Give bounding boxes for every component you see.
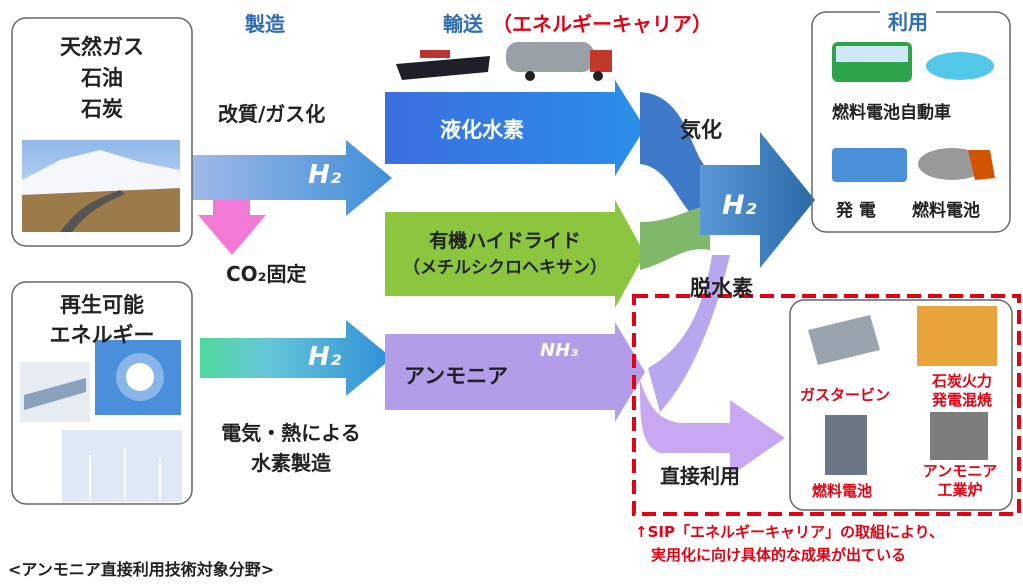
ammonia-arrow: [385, 322, 645, 422]
caption: <アンモニア直接利用技術対象分野>: [8, 560, 275, 579]
direct-use-arrow: [640, 380, 785, 476]
dehydro-label: 脱水素: [690, 276, 753, 300]
renewable-line-2: エネルギー: [49, 323, 155, 347]
fossil-coal: 石炭: [81, 97, 123, 121]
organic-line-2: （メチルシクロヘキサン）: [403, 258, 607, 278]
organic-hydride-label: 有機ハイドライド （メチルシクロヘキサン）: [390, 228, 620, 282]
use-header: 利用: [880, 6, 936, 35]
fuel-cell-bus-image: [832, 42, 912, 82]
production-header: 製造: [245, 12, 285, 36]
nh3-label: NH₃: [540, 340, 579, 361]
coal-line-1: 石炭火力: [931, 372, 992, 390]
electric-production-label: 電気・熱による 水素製造: [196, 418, 386, 478]
coal-power-label: 石炭火力 発電混焼: [916, 372, 1008, 410]
fossil-natural-gas: 天然ガス: [60, 35, 144, 59]
furnace-line-1: アンモニア: [922, 462, 998, 480]
direct-use-label: 直接利用: [660, 464, 740, 488]
co2-label: CO₂固定: [226, 262, 307, 286]
center-h2-label: H₂: [722, 190, 757, 221]
h2-top-label: H₂: [308, 160, 342, 190]
ammonia-furnace-label: アンモニア 工業炉: [918, 462, 1002, 500]
electric-line-1: 電気・熱による: [221, 421, 361, 445]
organic-line-1: 有機ハイドライド: [429, 230, 581, 252]
direct-fuel-cell-label: 燃料電池: [812, 482, 873, 500]
tanker-ship-image: [396, 50, 490, 80]
direct-use-dashed-frame: [632, 294, 1021, 516]
gasify-flow: [640, 92, 710, 225]
generator-image: [832, 148, 907, 182]
carrier-header: （エネルギーキャリア）: [492, 12, 712, 36]
gas-turbine-image: [808, 315, 880, 365]
renewable-line-1: 再生可能: [60, 293, 144, 317]
reform-label: 改質/ガス化: [218, 102, 326, 126]
center-h2-arrow: [700, 132, 815, 268]
sip-note-line-2: 実用化に向け具体的な成果が出ている: [651, 546, 907, 564]
coal-line-2: 発電混焼: [931, 391, 992, 409]
coal-power-image: [917, 306, 997, 366]
fcv-label: 燃料電池自動車: [832, 103, 951, 123]
transport-header: 輸送: [443, 12, 483, 36]
fuel-cell-label: 燃料電池: [912, 201, 980, 221]
ammonia-label: アンモニア: [404, 364, 509, 388]
sip-note-line-1: ↑SIP「エネルギーキャリア」の取組により、: [635, 523, 945, 541]
h2-production-arrow-bottom: [200, 320, 392, 396]
electric-line-2: 水素製造: [251, 451, 331, 475]
liquid-hydrogen-label: 液化水素: [440, 118, 524, 142]
dehydro-flow: [640, 205, 710, 270]
fuel-cell-rack-image: [825, 415, 867, 475]
sip-note: ↑SIP「エネルギーキャリア」の取組により、 実用化に向け具体的な成果が出ている: [635, 521, 944, 567]
fuel-cell-stack-image: [918, 148, 995, 180]
h2-production-arrow-top: [192, 140, 392, 216]
pipeline-landscape-image: [22, 140, 180, 232]
tanker-truck-image: [506, 42, 612, 81]
gasify-label: 気化: [680, 118, 722, 142]
wind-turbine-image: [62, 430, 182, 502]
fossil-oil: 石油: [81, 66, 123, 90]
power-label: 発 電: [836, 201, 876, 221]
organic-hydride-arrow: [385, 200, 645, 308]
furnace-line-2: 工業炉: [937, 481, 983, 499]
fuel-cell-car-image: [926, 52, 994, 80]
liquid-hydrogen-arrow: [385, 80, 645, 176]
gas-turbine-label: ガスタービン: [800, 386, 891, 404]
renewable-label: 再生可能 エネルギー: [12, 290, 192, 350]
fossil-box: [11, 17, 193, 247]
h2-bottom-label: H₂: [308, 342, 342, 372]
fossil-sources-list: 天然ガス 石油 石炭: [12, 32, 192, 125]
renewable-box: [11, 281, 193, 505]
industrial-furnace-image: [930, 412, 988, 460]
sun-sky-image: [95, 340, 181, 415]
solar-mirror-image: [20, 362, 90, 422]
